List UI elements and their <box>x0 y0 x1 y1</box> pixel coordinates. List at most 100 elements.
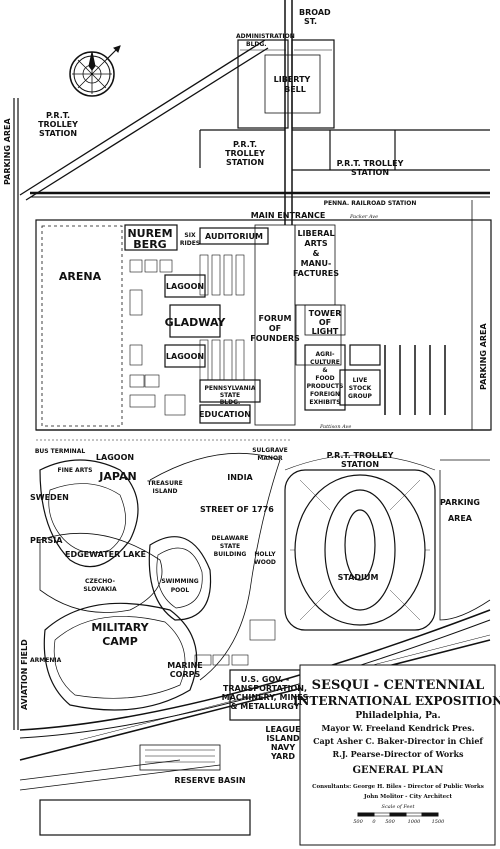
parking-area-left-label: PARKING AREA <box>3 117 12 185</box>
league-island-label: LEAGUE <box>265 725 300 734</box>
legend-consultants: Consultants: George H. Biles - Director … <box>312 784 484 790</box>
sweden-label: SWEDEN <box>30 493 69 502</box>
swimming-pool-label: POOL <box>171 587 190 594</box>
street-of-1776-label: STREET OF 1776 <box>200 505 274 514</box>
czechoslovakia-label: CZECHO- <box>85 578 115 585</box>
nuremberg-label: NUREM <box>127 227 172 240</box>
pennsylvania-state-label: BLDG. <box>220 399 241 406</box>
us-gov-label: MACHINERY, MINES <box>222 693 309 702</box>
league-island-label: YARD <box>270 752 295 761</box>
lagoon-south-label: LAGOON <box>166 352 204 361</box>
prt-station-east-label: STATION <box>351 168 389 177</box>
scale-label: Scale of Feet <box>382 804 416 810</box>
parking-area-east-label: PARKING <box>440 498 480 507</box>
agriculture-label: PRODUCTS <box>307 383 344 390</box>
prt-station-south-label: P.R.T. TROLLEY <box>327 451 394 460</box>
us-gov-label: TRANSPORTATION, <box>223 684 307 693</box>
education-label: EDUCATION <box>199 410 251 419</box>
persia-label: PERSIA <box>30 536 63 545</box>
parking-area-right-label: PARKING AREA <box>479 322 488 390</box>
lagoon-north-label: LAGOON <box>166 282 204 291</box>
prt-station-nw-label: STATION <box>39 129 77 138</box>
forum-of-founders-label: FORUM <box>259 314 292 323</box>
armenia-label: ARMENIA <box>30 657 62 664</box>
fine-arts-label: FINE ARTS <box>58 467 93 474</box>
reserve-basin-label: RESERVE BASIN <box>174 776 245 785</box>
agriculture-label: EXHIBITS <box>309 399 340 406</box>
stadium-label: STADIUM <box>338 573 379 582</box>
prt-station-east-label: P.R.T. TROLLEY <box>337 159 404 168</box>
arena-label: ARENA <box>59 270 102 283</box>
liberal-arts-label: ARTS <box>304 239 327 248</box>
administration-label: ADMINISTRATION <box>236 33 295 40</box>
sulgrave-manor-label: SULGRAVE <box>252 447 288 454</box>
live-stock-label: STOCK <box>349 385 372 392</box>
treasure-island-label: ISLAND <box>152 488 177 495</box>
prt-station-nw-label: TROLLEY <box>38 120 78 129</box>
agriculture-label: AGRI- <box>316 351 335 358</box>
liberal-arts-label: MANU- <box>301 259 332 268</box>
parking-area-east-label: AREA <box>448 514 473 523</box>
tower-of-light-label: OF <box>319 318 331 327</box>
lagoon-sw-label: LAGOON <box>96 453 134 462</box>
agriculture-label: FOREIGN <box>310 391 340 398</box>
live-stock-label: GROUP <box>348 393 373 400</box>
scale-ticks: 500 0 500 1000 1500 <box>353 819 445 825</box>
military-camp-label: CAMP <box>102 635 138 648</box>
swimming-pool-label: SWIMMING <box>161 578 198 585</box>
agriculture-label: FOOD <box>315 375 334 382</box>
prt-station-center-label: TROLLEY <box>225 149 265 158</box>
six-rides-label: SIX <box>184 232 196 239</box>
legend-title: INTERNATIONAL EXPOSITION <box>293 694 500 708</box>
map-labels: BROAD ST. ADMINISTRATION BLDG. LIBERTY B… <box>3 8 488 785</box>
scale-tick: 500 <box>385 819 395 825</box>
czechoslovakia-label: SLOVAKIA <box>83 586 117 593</box>
pennsylvania-state-label: PENNSYLVANIA <box>205 385 256 392</box>
auditorium-label: AUDITORIUM <box>205 232 263 241</box>
scale-tick: 1500 <box>432 819 446 825</box>
agriculture-label: CULTURE <box>310 359 340 366</box>
marine-corps-label: MARINE <box>167 661 202 670</box>
packer-ave-label: Packer Ave <box>349 214 378 220</box>
tower-of-light-label: TOWER <box>309 309 342 318</box>
liberal-arts-label: & <box>313 249 320 258</box>
delaware-state-label: DELAWARE <box>212 535 249 542</box>
legend-title: SESQUI - CENTENNIAL <box>312 678 485 693</box>
marine-corps-label: CORPS <box>170 670 201 679</box>
agriculture-label: & <box>322 367 327 374</box>
league-island-label: NAVY <box>271 743 296 752</box>
pattison-ave-label: Pattison Ave <box>319 424 351 430</box>
legend-line-3: R.J. Pearse-Director of Works <box>332 749 464 759</box>
penna-railroad-label: PENNA. RAILROAD STATION <box>324 200 417 207</box>
forum-of-founders-label: FOUNDERS <box>250 334 300 343</box>
treasure-island-label: TREASURE <box>147 480 182 487</box>
prt-station-center-label: STATION <box>226 158 264 167</box>
administration-label: BLDG. <box>246 41 267 48</box>
live-stock-label: LIVE <box>353 377 368 384</box>
delaware-state-label: STATE <box>220 543 240 550</box>
main-entrance-label: MAIN ENTRANCE <box>251 211 326 220</box>
liberty-bell-label: BELL <box>284 85 306 94</box>
tower-of-light-label: LIGHT <box>312 327 339 336</box>
legend-line-1: Mayor W. Freeland Kendrick Pres. <box>321 723 474 733</box>
liberty-bell-label: LIBERTY <box>274 75 311 84</box>
league-island-label: ISLAND <box>266 734 300 743</box>
us-gov-label: & METALLURGY <box>231 702 300 711</box>
liberal-arts-label: LIBERAL <box>297 229 334 238</box>
legend-architect: John Molitor - City Architect <box>363 794 452 800</box>
bus-terminal-label: BUS TERMINAL <box>35 448 86 455</box>
india-label: INDIA <box>227 473 253 482</box>
scale-tick: 0 <box>372 819 376 825</box>
broad-st-label: BROAD <box>299 8 331 17</box>
compass-rose-icon <box>69 45 121 97</box>
scale-tick: 1000 <box>408 819 422 825</box>
forum-of-founders-label: OF <box>269 324 281 333</box>
sulgrave-manor-label: MANOR <box>257 455 283 462</box>
prt-station-nw-label: P.R.T. <box>46 111 70 120</box>
hollywood-label: WOOD <box>254 559 276 566</box>
aviation-field-label: AVIATION FIELD <box>20 639 29 710</box>
nuremberg-label: BERG <box>133 238 166 251</box>
broad-st-label: ST. <box>304 17 317 26</box>
scale-bar <box>357 812 439 817</box>
japan-label: JAPAN <box>98 470 136 483</box>
